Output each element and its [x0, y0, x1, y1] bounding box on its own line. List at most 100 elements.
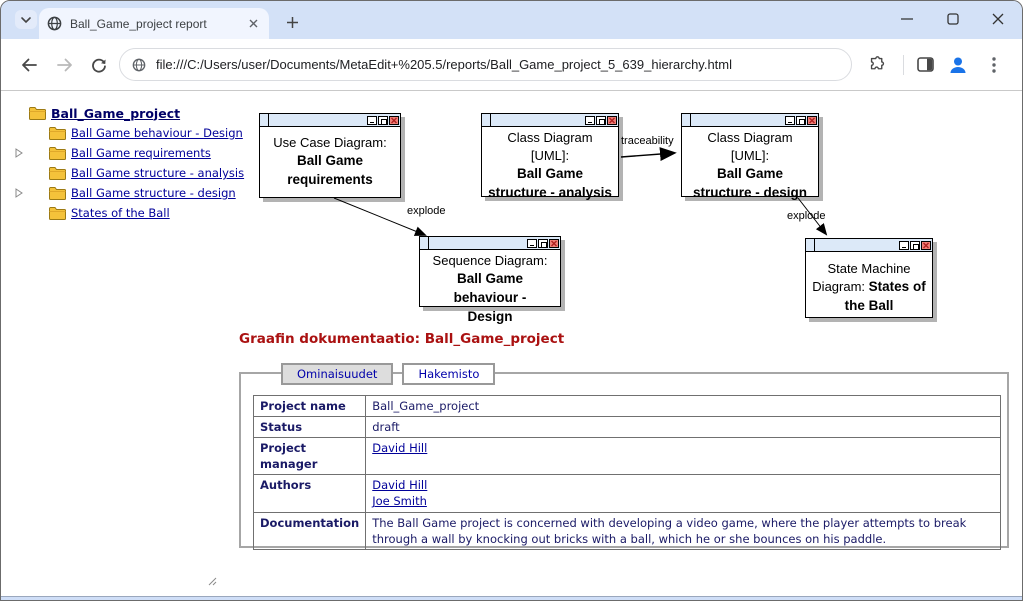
tab-search-button[interactable] [15, 10, 37, 29]
minimize-icon [527, 238, 537, 248]
diagram-node-class-design[interactable]: Class Diagram [UML]:Ball Game structure … [681, 113, 819, 200]
tree-item: States of the Ball [15, 203, 244, 223]
expander-triangle-icon [15, 188, 23, 198]
node-type-label: Use Case Diagram: [273, 135, 387, 151]
minimize-icon [899, 240, 909, 250]
globe-icon [132, 58, 146, 71]
close-icon [389, 115, 399, 125]
row-label: Status [252, 416, 367, 439]
diagram-node-class-analysis[interactable]: Class Diagram [UML]:Ball Game structure … [481, 113, 619, 200]
tree-item: Ball Game requirements [15, 143, 244, 163]
browser-tab[interactable]: Ball_Game_project report [39, 8, 269, 39]
folder-icon [49, 126, 66, 140]
reload-icon [92, 58, 106, 73]
tree-expander[interactable] [15, 188, 49, 198]
node-type-label: Class Diagram [UML]: [707, 130, 793, 164]
extensions-button[interactable] [863, 51, 891, 79]
window-bottom-frame [1, 596, 1022, 600]
person-link[interactable]: David Hill [372, 478, 428, 493]
person-link[interactable]: David Hill [372, 441, 428, 456]
profile-avatar-icon [950, 57, 966, 73]
window-titlebar [482, 114, 618, 127]
folder-icon [49, 206, 66, 220]
close-icon [921, 240, 931, 250]
tree-link-states-of-ball[interactable]: States of the Ball [71, 206, 170, 220]
back-arrow-icon [22, 58, 37, 71]
tab-title: Ball_Game_project report [70, 16, 207, 31]
diagram-node-sequence[interactable]: Sequence Diagram: Ball Game behaviour - D… [419, 236, 561, 324]
minimize-icon [785, 115, 795, 125]
maximize-icon [378, 115, 388, 125]
globe-favicon-icon [47, 16, 62, 31]
person-link[interactable]: Joe Smith [372, 494, 427, 509]
tab-hakemisto[interactable]: Hakemisto [402, 363, 496, 385]
row-value: David Hill Joe Smith [365, 474, 1001, 513]
maximize-icon [910, 240, 920, 250]
tree-expander[interactable] [15, 148, 49, 158]
address-bar[interactable]: file:///C:/Users/user/Documents/MetaEdit… [119, 48, 852, 81]
diagram-node-state-machine[interactable]: State Machine Diagram: States of the Bal… [805, 238, 933, 318]
reload-button[interactable] [85, 51, 113, 79]
row-label: Project name [252, 394, 367, 418]
tree-link-project[interactable]: Ball_Game_project [51, 105, 181, 121]
edge-label: explode [407, 205, 446, 217]
browser-menu-button[interactable] [980, 51, 1008, 79]
folder-icon [29, 106, 46, 120]
window-maximize-button[interactable] [940, 7, 966, 31]
profile-button[interactable] [944, 51, 972, 79]
tree-item-root: Ball_Game_project [29, 103, 244, 123]
properties-table: Project name Ball_Game_project Status dr… [252, 394, 1001, 550]
folder-icon [49, 166, 66, 180]
node-name: States of the Ball [844, 279, 926, 314]
forward-button[interactable] [51, 51, 79, 79]
url-text: file:///C:/Users/user/Documents/MetaEdit… [156, 57, 733, 72]
close-icon [807, 115, 817, 125]
row-value: David Hill [365, 437, 1001, 476]
side-panel-button[interactable] [911, 51, 939, 79]
node-name: Ball Game behaviour - Design [453, 271, 527, 324]
report-heading: Graafin dokumentaatio: Ball_Game_project [239, 331, 565, 347]
window-titlebar [806, 239, 932, 252]
tab-close-button[interactable] [245, 16, 261, 32]
resize-handle-icon[interactable] [206, 575, 218, 587]
new-tab-button[interactable] [283, 13, 301, 31]
puzzle-icon [870, 56, 884, 70]
tab-strip: Ball_Game_project report [1, 1, 1022, 39]
tree-link-structure-analysis[interactable]: Ball Game structure - analysis [71, 166, 245, 180]
node-type-label: Sequence Diagram: [432, 253, 548, 268]
row-value: draft [365, 416, 1001, 439]
diagram-node-use-case[interactable]: Use Case Diagram:Ball Game requirements [259, 113, 401, 198]
chevron-down-icon [21, 16, 31, 23]
window-titlebar [682, 114, 818, 127]
table-row: Authors David Hill Joe Smith [252, 474, 1001, 513]
node-type-label: Class Diagram [UML]: [507, 130, 593, 164]
table-row: Project name Ball_Game_project [252, 394, 1001, 418]
tree-item: Ball Game structure - design [15, 183, 244, 203]
close-icon [549, 238, 559, 248]
folder-icon [49, 146, 66, 160]
table-row: Documentation The Ball Game project is c… [252, 511, 1001, 550]
close-icon [992, 13, 1004, 25]
minimize-icon [585, 115, 595, 125]
tree-link-structure-design[interactable]: Ball Game structure - design [71, 186, 236, 200]
tab-ominaisuudet[interactable]: Ominaisuudet [281, 363, 394, 385]
tree-link-behaviour-design[interactable]: Ball Game behaviour - Design [71, 126, 243, 140]
window-titlebar [260, 114, 400, 127]
back-button[interactable] [15, 51, 43, 79]
close-icon [607, 115, 617, 125]
tree-link-requirements[interactable]: Ball Game requirements [71, 146, 211, 160]
row-label: Documentation [252, 511, 367, 550]
window-minimize-button[interactable] [894, 7, 920, 31]
node-name: Ball Game structure - design [692, 166, 808, 201]
window-titlebar [420, 237, 560, 250]
kebab-menu-icon [992, 56, 996, 73]
maximize-icon [796, 115, 806, 125]
row-value: Ball_Game_project [365, 394, 1001, 418]
window-close-button[interactable] [985, 7, 1011, 31]
maximize-icon [538, 238, 548, 248]
edge-label: explode [787, 210, 826, 222]
row-value: The Ball Game project is concerned with … [365, 511, 1001, 550]
plus-icon [286, 16, 298, 28]
edge-label: traceability [621, 135, 674, 147]
